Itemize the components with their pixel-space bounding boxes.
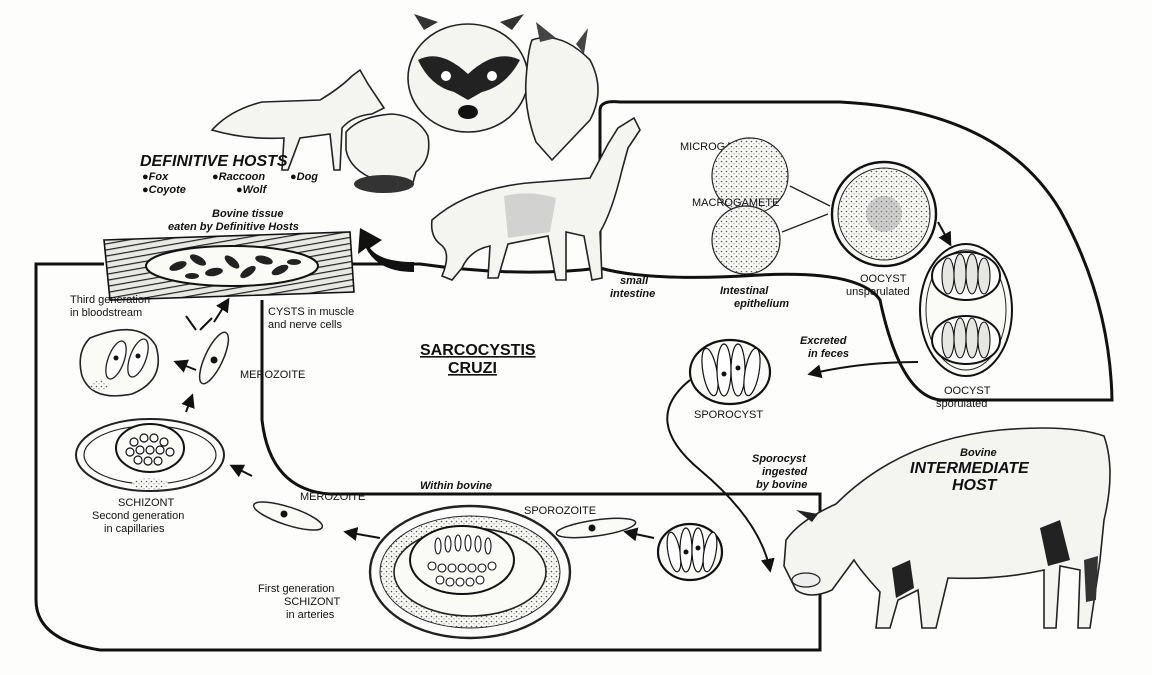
excreted-label-2: in feces xyxy=(808,348,849,360)
cysts-label-1: CYSTS in muscle xyxy=(268,306,354,318)
host-raccoon: ●Raccoon xyxy=(212,171,265,183)
wolf-illustration xyxy=(526,38,598,161)
definitive-hosts-heading: DEFINITIVE HOSTS xyxy=(140,153,288,170)
sporozoite-cell xyxy=(555,515,636,542)
second-generation-label-2: in capillaries xyxy=(104,523,165,535)
third-generation-cell xyxy=(80,330,158,396)
third-generation-label-1: Third generation xyxy=(70,294,150,306)
fertilization-lines xyxy=(782,186,830,232)
intermediate-host-label-2: HOST xyxy=(952,477,998,494)
intestinal-epithelium-label-2: epithelium xyxy=(734,298,789,310)
host-wolf: ●Wolf xyxy=(236,184,268,196)
third-generation-label-2: in bloodstream xyxy=(70,307,142,319)
sporocyst-label: SPOROCYST xyxy=(694,409,763,421)
sporocyst-ingested-label-3: by bovine xyxy=(756,479,807,491)
within-bovine-label: Within bovine xyxy=(420,480,492,492)
bovine-illustration xyxy=(784,428,1110,628)
diagram-title-line-2: CRUZI xyxy=(448,360,497,377)
second-generation-label-1: Second generation xyxy=(92,510,184,522)
intestinal-epithelium-label-1: Intestinal xyxy=(720,285,769,297)
development-arrows xyxy=(176,300,654,538)
oocyst-unsporulated-label-2: unsporulated xyxy=(846,286,910,298)
excreted-label-1: Excreted xyxy=(800,335,847,347)
sporozoite-label: SPOROZOITE xyxy=(524,505,596,517)
merozoite-upper-cell xyxy=(194,329,234,387)
cysts-label-2: and nerve cells xyxy=(268,319,342,331)
merozoite-upper-label: MEROZOITE xyxy=(240,369,305,381)
muscle-tissue-illustration xyxy=(104,232,354,300)
small-intestine-label-1: small xyxy=(620,275,649,287)
bovine-tissue-label-2: eaten by Definitive Hosts xyxy=(168,221,299,233)
host-dog: ●Dog xyxy=(290,171,318,183)
bovine-label: Bovine xyxy=(960,447,997,459)
second-generation-schizont xyxy=(76,419,224,491)
bovine-tissue-label-1: Bovine tissue xyxy=(212,208,284,220)
sporocyst-ingested-label-2: ingested xyxy=(762,466,808,478)
host-fox: ●Fox xyxy=(142,171,169,183)
sporocyst-ingested-label-1: Sporocyst xyxy=(752,453,807,465)
oocyst-unsporulated-label-1: OOCYST xyxy=(860,273,907,285)
intermediate-host-label-1: INTERMEDIATE xyxy=(910,460,1030,477)
oocyst-sporulated-label-1: OOCYST xyxy=(944,385,991,397)
oocyst-sporulated-label-2: sporulated xyxy=(936,398,987,410)
first-generation-label-2: SCHIZONT xyxy=(284,596,341,608)
merozoite-lower-label: MEROZOITE xyxy=(300,491,365,503)
first-generation-label-1: First generation xyxy=(258,583,334,595)
sporulation-arrow xyxy=(938,222,950,244)
first-generation-label-3: in arteries xyxy=(286,609,335,621)
small-intestine-label-2: intestine xyxy=(610,288,655,300)
oocyst-sporulated xyxy=(920,244,1012,376)
diagram-title-line-1: SARCOCYSTIS xyxy=(420,342,536,359)
sporocyst-cell xyxy=(690,340,770,404)
ingested-sporocyst xyxy=(658,524,722,580)
oocyst-unsporulated xyxy=(832,162,936,266)
host-coyote: ●Coyote xyxy=(142,184,186,196)
dog-bowl xyxy=(354,175,414,193)
schizont-label: SCHIZONT xyxy=(118,497,175,509)
first-generation-schizont xyxy=(370,506,570,638)
